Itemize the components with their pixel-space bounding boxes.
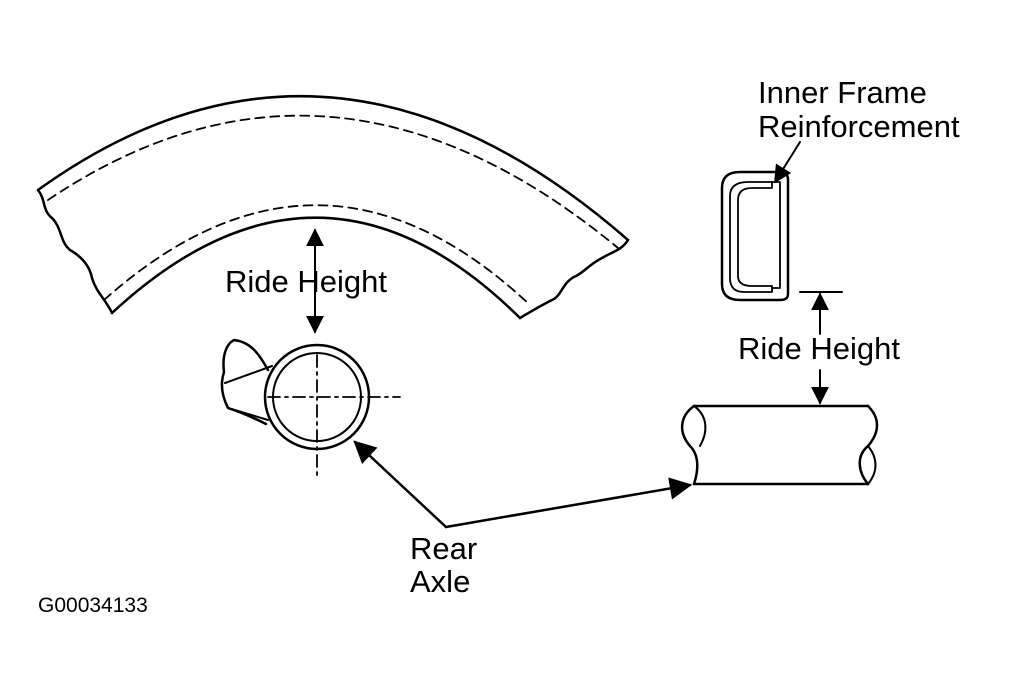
axle-bracket-line-lower xyxy=(227,407,269,421)
rear-axle-leader-right xyxy=(444,477,693,529)
rear-axle-end-view xyxy=(220,338,401,481)
reinforcement-inner xyxy=(729,181,773,293)
frame-rail-inner-edge xyxy=(110,216,522,320)
frame-rail-right-break xyxy=(518,238,630,320)
rear-axle-leader-left xyxy=(353,440,448,529)
reinforcement-channel-top xyxy=(771,181,781,289)
inner-frame-label-line1: Inner Frame xyxy=(758,75,927,110)
axle-side-left-break xyxy=(681,404,699,486)
rear-axle-label-line2: Axle xyxy=(410,564,471,599)
frame-rail-curved xyxy=(36,94,630,320)
ride-height-label-left: Ride Height xyxy=(225,264,387,299)
axle-side-left-break-inner xyxy=(693,405,707,447)
rear-axle-label-line1: Rear xyxy=(410,531,478,566)
frame-rail-left-break xyxy=(36,188,114,315)
axle-bracket-line-upper xyxy=(224,365,273,384)
inner-frame-reinforcement xyxy=(720,170,790,302)
frame-rail-inner-dashed xyxy=(103,204,531,306)
ride-height-label-right: Ride Height xyxy=(738,331,900,366)
inner-frame-leader xyxy=(774,141,801,184)
reinforcement-outer xyxy=(720,170,790,302)
figure-id: G00034133 xyxy=(38,594,148,617)
rear-axle-side-view xyxy=(681,404,879,486)
axle-side-right-break-inner xyxy=(867,445,877,485)
frame-rail-outer-dashed xyxy=(47,114,619,249)
inner-frame-label-line2: Reinforcement xyxy=(758,109,960,144)
frame-rail-outer-edge xyxy=(36,94,630,242)
